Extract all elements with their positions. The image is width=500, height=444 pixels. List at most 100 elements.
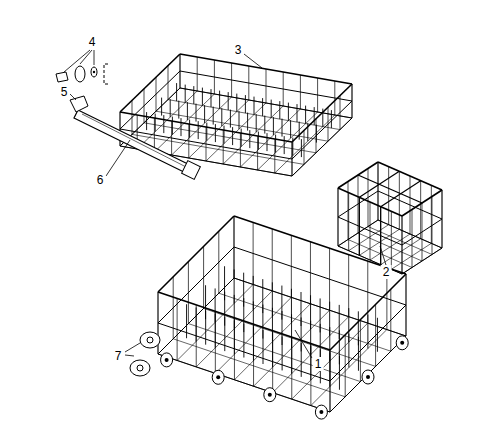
tine (310, 295, 311, 329)
tine (320, 298, 321, 332)
tine (193, 86, 194, 104)
tine (314, 107, 315, 125)
tine (262, 98, 263, 116)
tine (292, 138, 293, 156)
wire (378, 191, 442, 219)
tine (146, 112, 147, 130)
wire (338, 191, 378, 217)
tine (249, 130, 250, 148)
tine (288, 103, 289, 121)
tine (205, 285, 206, 319)
wire (158, 278, 234, 354)
roller (75, 66, 85, 82)
wire (368, 227, 432, 255)
tine (258, 132, 259, 150)
tine (322, 109, 323, 127)
wheel-hub (216, 375, 220, 379)
roller-assembly (56, 66, 97, 82)
tine (273, 117, 274, 135)
tine (196, 307, 197, 341)
wire (234, 278, 406, 336)
tine (271, 100, 272, 118)
wire (120, 54, 180, 112)
tine (170, 99, 171, 117)
callout-number: 7 (113, 349, 124, 363)
tine (348, 308, 349, 342)
tine (196, 104, 197, 122)
tine (230, 110, 231, 128)
tine (224, 266, 225, 300)
tine (189, 120, 190, 138)
wire (378, 220, 442, 248)
rack-wheel (362, 370, 374, 384)
tine (279, 101, 280, 119)
tine (358, 311, 359, 345)
tine (282, 119, 283, 137)
wire (402, 248, 442, 274)
tine (254, 97, 255, 115)
track-groove (82, 114, 192, 170)
wire (378, 162, 442, 190)
tine (219, 91, 220, 109)
tine (301, 292, 302, 326)
tine (215, 124, 216, 142)
rack-wheel (212, 370, 224, 384)
tine (186, 304, 187, 338)
tine (297, 104, 298, 122)
wire (158, 216, 234, 292)
wire (338, 246, 402, 274)
tine (329, 302, 330, 336)
tine (181, 118, 182, 136)
tine (202, 88, 203, 106)
tine (367, 315, 368, 349)
tine (307, 123, 308, 141)
tine (275, 135, 276, 153)
wire (358, 233, 422, 261)
wire (180, 88, 352, 118)
roller-washer (91, 67, 97, 77)
leader-line (295, 330, 312, 358)
tine (284, 136, 285, 154)
washer-hole (93, 71, 95, 73)
rack-wheel (315, 405, 327, 419)
tine (178, 101, 179, 119)
tine (247, 113, 248, 131)
tine (281, 286, 282, 320)
wheel-hub (319, 410, 323, 414)
wire (359, 197, 360, 255)
tine (305, 106, 306, 124)
tine (264, 116, 265, 134)
tine (241, 129, 242, 147)
tine (316, 125, 317, 143)
leader-lines (64, 50, 386, 358)
tine (256, 114, 257, 132)
tine (232, 127, 233, 145)
wire (402, 219, 442, 245)
rail-stop (70, 96, 88, 112)
wheel-hub (165, 358, 169, 362)
tine (236, 94, 237, 112)
wheel-hub (137, 365, 143, 371)
tine (339, 305, 340, 339)
leader-line (64, 50, 90, 72)
wire (180, 71, 352, 101)
leader-line (70, 94, 76, 100)
tine (228, 92, 229, 110)
wire (234, 278, 406, 336)
tine (291, 289, 292, 323)
callout-number: 1 (313, 357, 324, 371)
tine (206, 123, 207, 141)
basket-divider (380, 207, 381, 265)
wire (348, 240, 412, 268)
tine (204, 105, 205, 123)
rack-track (70, 96, 200, 179)
wheel-hub (400, 341, 404, 345)
tine (299, 122, 300, 140)
basket-divider (358, 175, 422, 203)
callout-number: 6 (95, 173, 106, 187)
track-bar (74, 110, 196, 176)
tine (245, 95, 246, 113)
tine (172, 117, 173, 135)
wire (292, 118, 352, 176)
